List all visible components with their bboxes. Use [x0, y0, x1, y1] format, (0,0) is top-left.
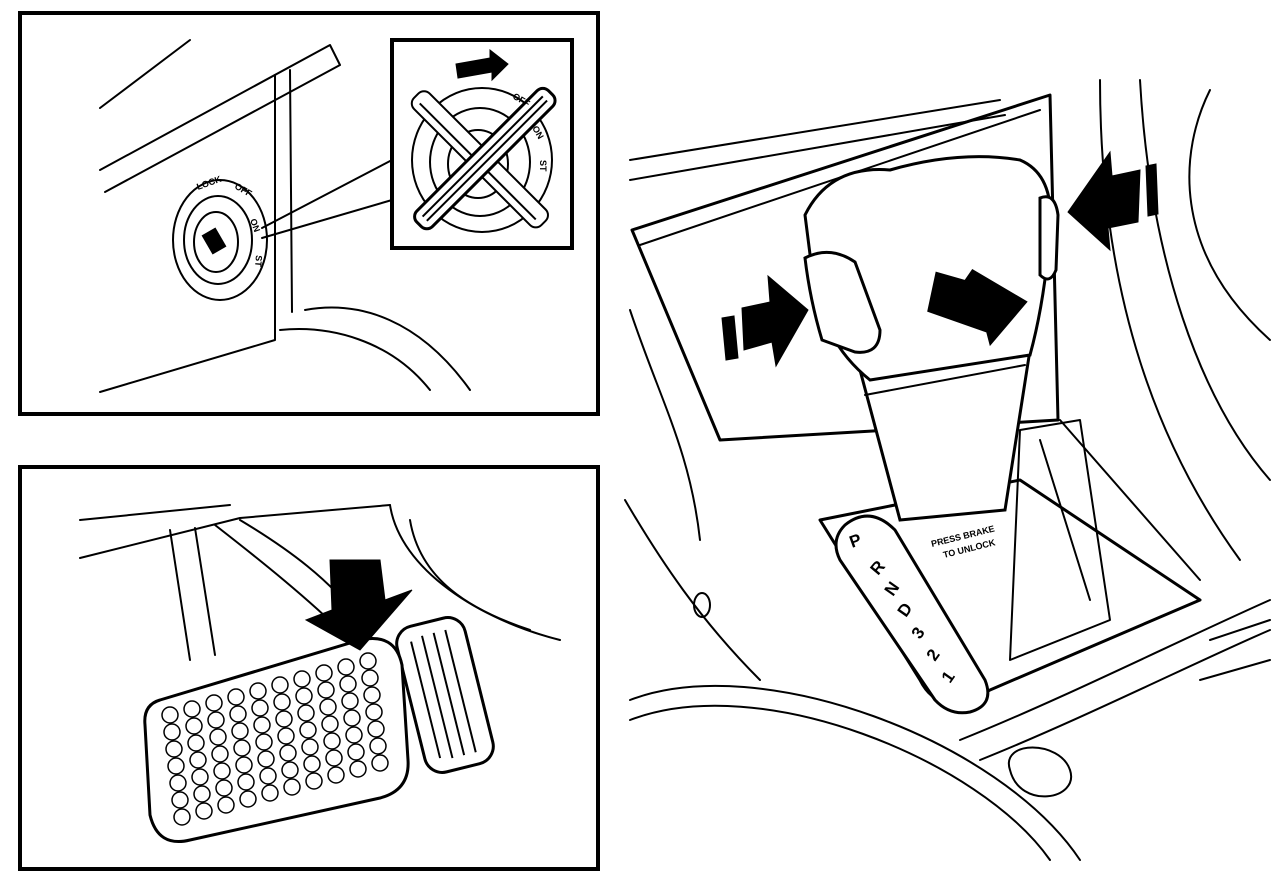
tread-dot — [359, 652, 377, 670]
tread-dot — [233, 739, 251, 757]
tread-dot — [339, 675, 357, 693]
ignition-panel-frame — [18, 11, 600, 416]
tread-dot — [347, 743, 365, 761]
ignition-label-st: ST — [253, 255, 264, 268]
tread-dot — [207, 711, 225, 729]
tread-dot — [349, 760, 367, 778]
tread-dot — [343, 709, 361, 727]
tread-dot — [165, 740, 183, 758]
tread-dot — [325, 749, 343, 767]
tread-dot — [371, 754, 389, 772]
arrow-tail-left — [721, 315, 739, 361]
tread-dot — [169, 774, 187, 792]
tread-dot — [363, 686, 381, 704]
tread-dot — [185, 717, 203, 735]
tread-dot — [227, 688, 245, 706]
tread-dot — [231, 722, 249, 740]
brake-pedal-tread — [161, 652, 389, 826]
brake-pedal — [143, 637, 410, 843]
tread-dot — [251, 699, 269, 717]
tread-dot — [277, 727, 295, 745]
tread-dot — [323, 732, 341, 750]
tread-dot — [249, 682, 267, 700]
tread-dot — [213, 762, 231, 780]
tread-dot — [171, 791, 189, 809]
tread-dot — [183, 700, 201, 718]
tread-dot — [365, 703, 383, 721]
tread-dot — [237, 773, 255, 791]
ignition-label-lock: LOCK — [195, 174, 223, 192]
tread-dot — [191, 768, 209, 786]
tread-dot — [229, 705, 247, 723]
tread-dot — [341, 692, 359, 710]
tread-dot — [173, 808, 191, 826]
tread-dot — [163, 723, 181, 741]
tread-dot — [279, 744, 297, 762]
tread-dot — [215, 779, 233, 797]
brake-panel-frame — [18, 465, 600, 871]
shift-gate: P R N D 3 2 1 — [834, 514, 990, 715]
tread-dot — [315, 664, 333, 682]
push-button-arrow-left — [741, 274, 809, 368]
accelerator-pedal — [395, 616, 495, 774]
tread-dot — [305, 772, 323, 790]
push-button-arrow-right — [1067, 150, 1141, 252]
ignition-key — [413, 86, 557, 231]
tread-dot — [283, 778, 301, 796]
inset-label-st: ST — [538, 160, 548, 172]
tread-dot — [275, 710, 293, 728]
tread-dot — [239, 790, 257, 808]
tread-dot — [259, 767, 277, 785]
shifter-panel: P R N D 3 2 1 PRESS BRAKE TO UNLOCK — [624, 79, 1271, 861]
tread-dot — [273, 693, 291, 711]
tread-dot — [195, 802, 213, 820]
pull-lever-arrow — [927, 269, 1028, 347]
tread-dot — [253, 716, 271, 734]
press-brake-arrow — [304, 559, 413, 651]
tread-dot — [161, 706, 179, 724]
tread-dot — [295, 687, 313, 705]
tread-dot — [211, 745, 229, 763]
tread-dot — [235, 756, 253, 774]
tread-dot — [327, 766, 345, 784]
ignition-key-inset: OFF ON ST — [390, 38, 574, 250]
tread-dot — [255, 733, 273, 751]
tread-dot — [209, 728, 227, 746]
tread-dot — [187, 734, 205, 752]
shift-lock-button-right — [1038, 195, 1060, 281]
tread-dot — [217, 796, 235, 814]
tread-dot — [319, 698, 337, 716]
brake-panel — [18, 465, 600, 871]
tread-dot — [297, 704, 315, 722]
tread-dot — [189, 751, 207, 769]
tread-dot — [337, 658, 355, 676]
arrow-tail-right — [1145, 163, 1159, 217]
tread-dot — [205, 694, 223, 712]
tread-dot — [271, 676, 289, 694]
tread-dot — [303, 755, 321, 773]
shift-lever — [803, 155, 1060, 522]
ignition-label-on: ON — [248, 217, 262, 233]
tread-dot — [261, 784, 279, 802]
ignition-panel: LOCK OFF ON ST OFF ON ST — [18, 11, 600, 416]
tread-dot — [321, 715, 339, 733]
turn-key-arrow — [455, 48, 509, 82]
tread-dot — [361, 669, 379, 687]
ignition-lock-cylinder: LOCK OFF ON ST — [172, 174, 268, 301]
tread-dot — [293, 670, 311, 688]
tread-dot — [369, 737, 387, 755]
tread-dot — [317, 681, 335, 699]
ignition-label-off: OFF — [233, 181, 254, 199]
tread-dot — [301, 738, 319, 756]
tread-dot — [299, 721, 317, 739]
tread-dot — [193, 785, 211, 803]
tread-dot — [257, 750, 275, 768]
tread-dot — [167, 757, 185, 775]
ignition-inset-frame — [390, 38, 574, 250]
tread-dot — [281, 761, 299, 779]
tread-dot — [345, 726, 363, 744]
shift-lock-button-left — [803, 250, 882, 354]
tread-dot — [367, 720, 385, 738]
